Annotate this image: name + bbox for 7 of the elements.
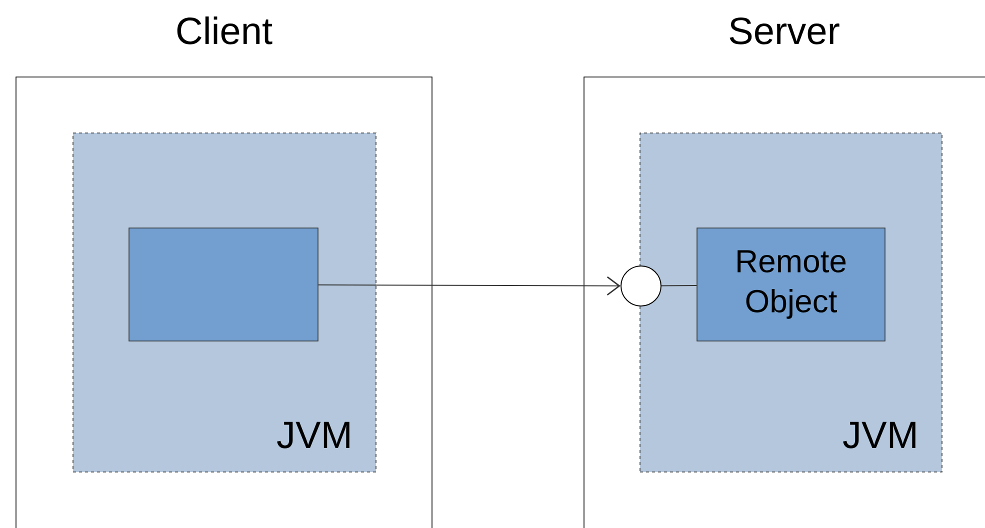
host-title: Server xyxy=(730,17,840,44)
object-box xyxy=(128,228,318,342)
port-circle xyxy=(620,266,662,306)
connector xyxy=(661,284,698,286)
host-title: Client xyxy=(177,16,272,44)
object-box: Remote Object xyxy=(696,228,886,342)
connector xyxy=(318,276,620,296)
